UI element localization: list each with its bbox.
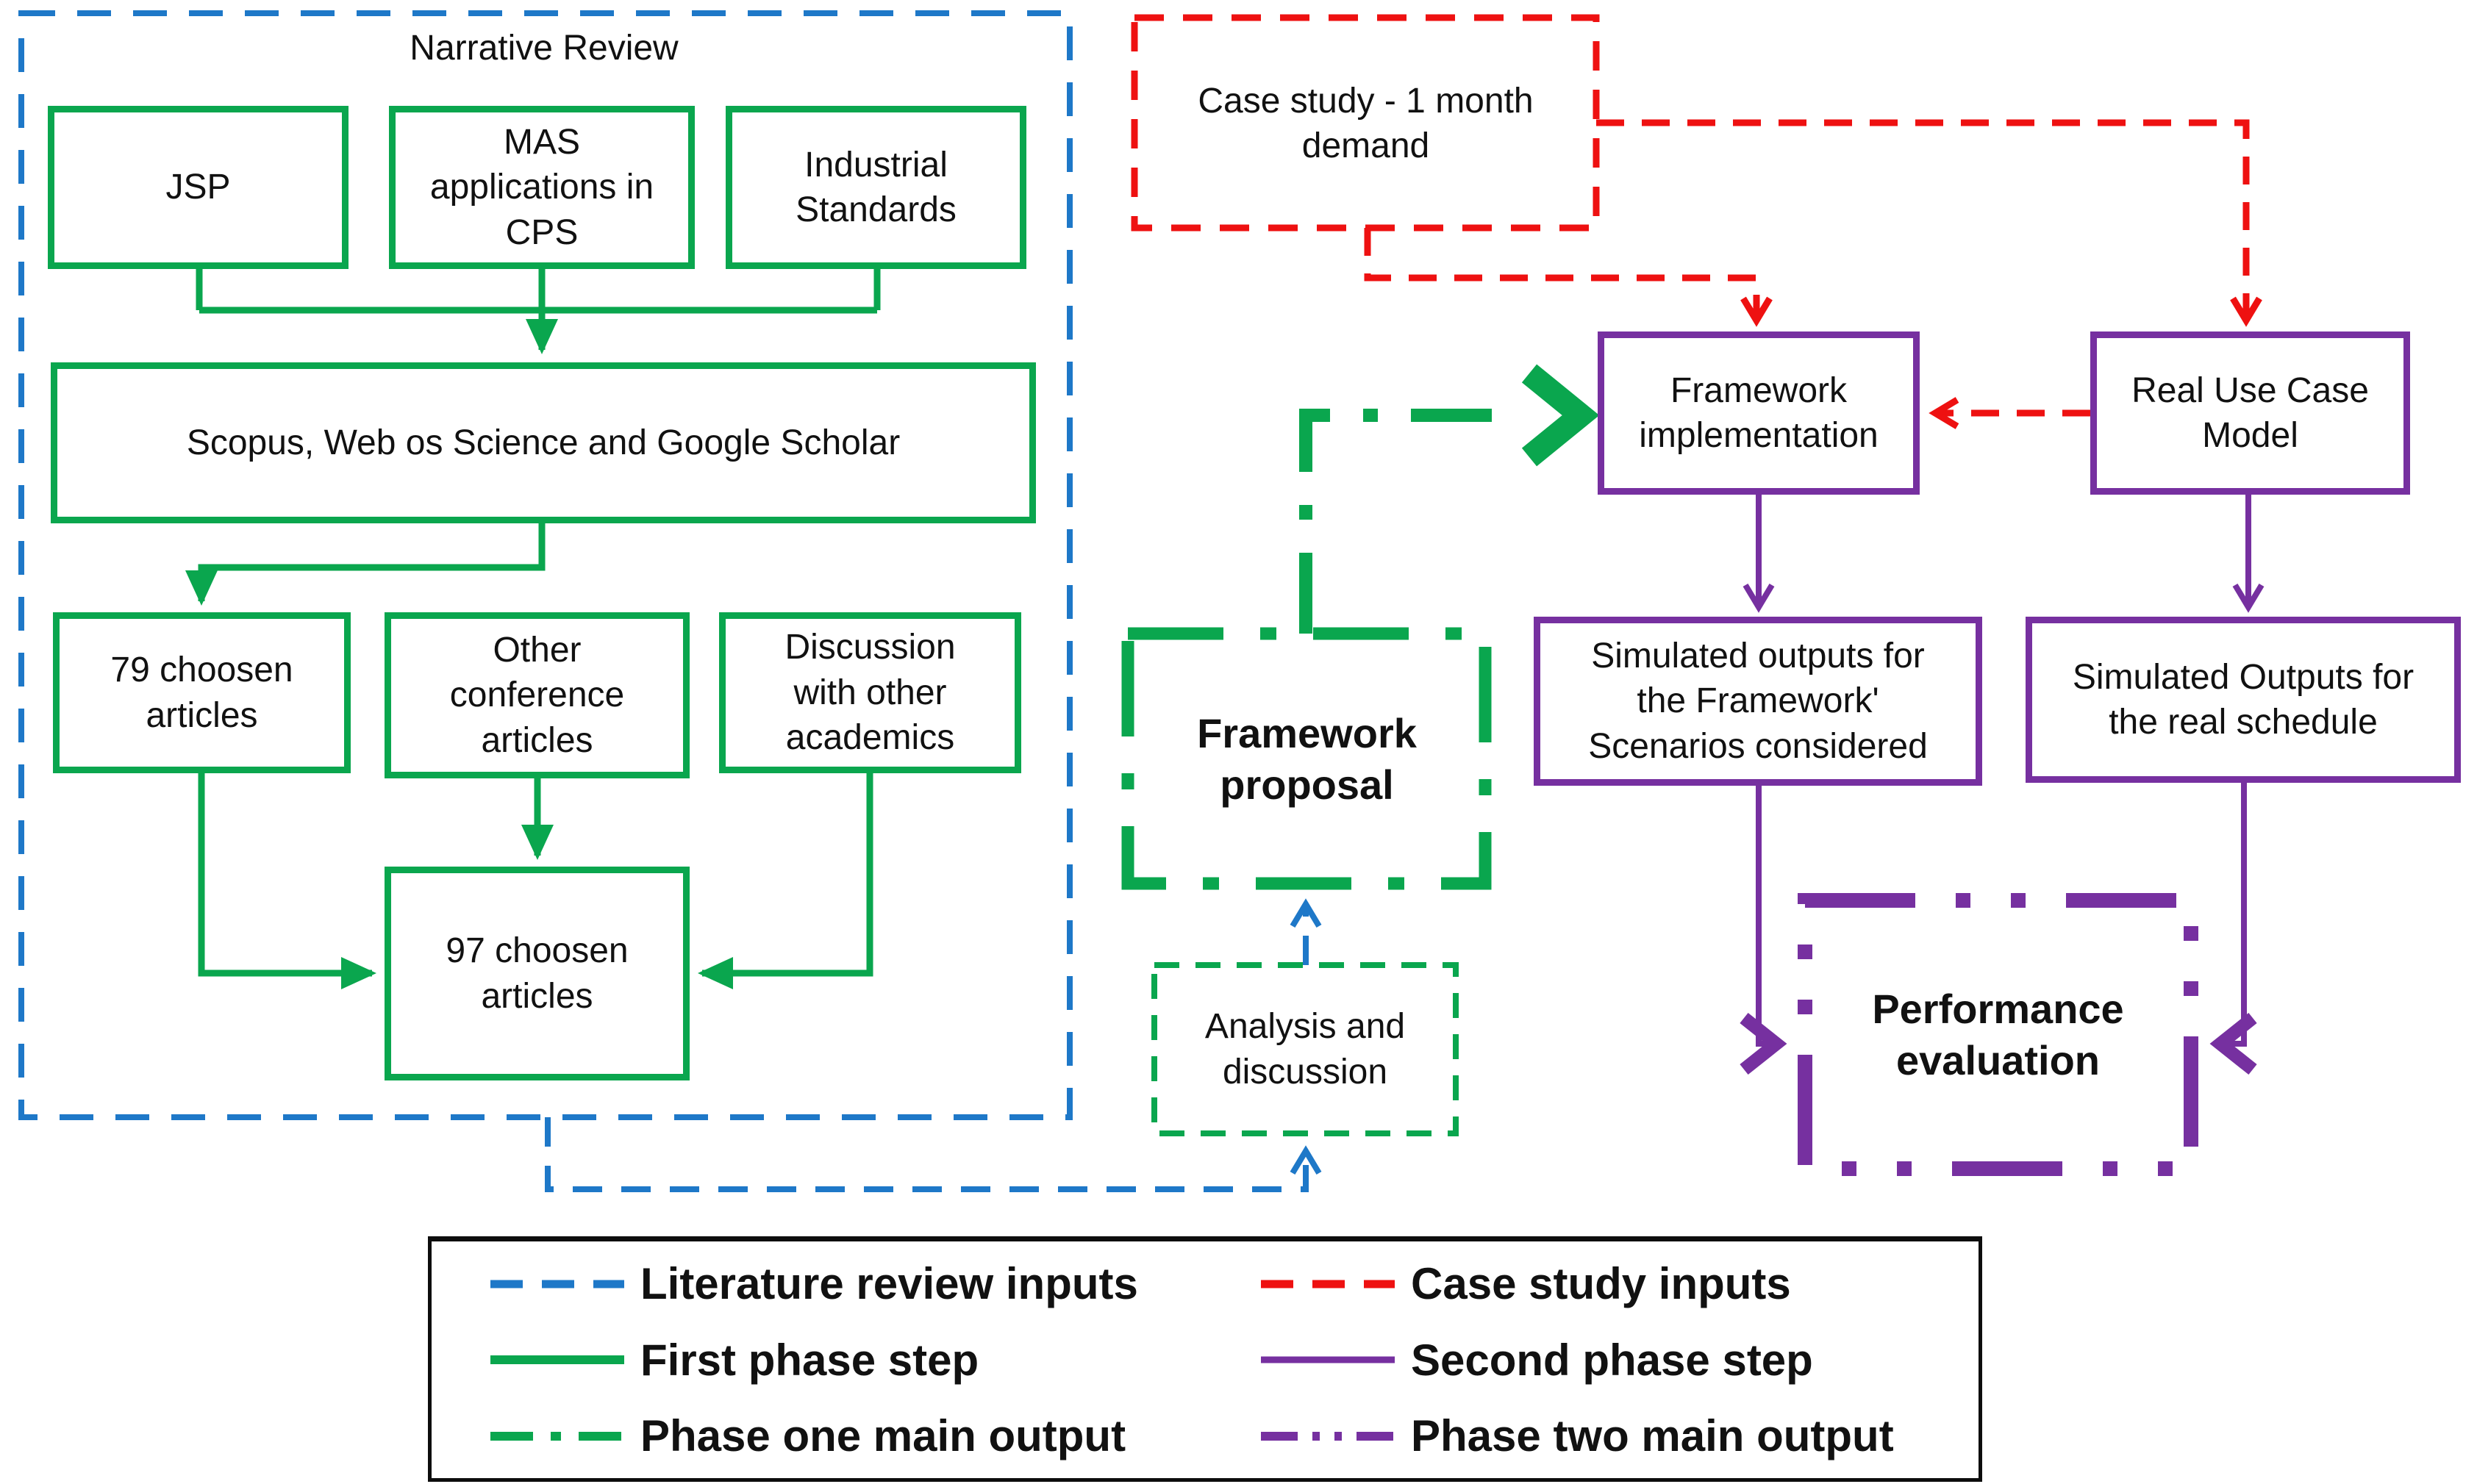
legend-item-phase-two-main-output: Phase two main output (1258, 1402, 1979, 1470)
node-simulated-outputs-framework-label: Simulated outputs for the Framework' Sce… (1588, 636, 1928, 766)
connector-scopus-to-79 (185, 523, 546, 606)
node-case-study: Case study - 1 month demand (1154, 37, 1577, 210)
connector-simright-to-performance (2209, 783, 2257, 1075)
legend-item-second-phase-step: Second phase step (1258, 1326, 1979, 1394)
node-framework-implementation: Framework implementation (1598, 331, 1920, 495)
legend: Literature review inputs Case study inpu… (428, 1236, 1982, 1482)
legend-label: First phase step (640, 1335, 979, 1385)
performance-box-border (1798, 893, 2198, 1176)
node-97-choosen-articles: 97 choosen articles (385, 867, 690, 1080)
connector-proposal-to-implementation (1299, 409, 1501, 634)
connector-case-to-realusecase (1596, 119, 2262, 327)
framework-proposal-box-border (1121, 627, 1492, 890)
phase-one-output-arrowhead (1521, 364, 1600, 467)
literature-connectors (545, 898, 1322, 1192)
node-real-use-case-model-label: Real Use Case Model (2131, 370, 2369, 455)
node-industrial-standards: Industrial Standards (726, 106, 1026, 269)
node-performance-evaluation-label: Performance evaluation (1872, 985, 2124, 1083)
node-case-study-label: Case study - 1 month demand (1198, 81, 1534, 165)
connector-case-to-implementation (1364, 228, 1773, 327)
node-analysis-discussion: Analysis and discussion (1163, 974, 1447, 1125)
first-phase-connectors (185, 269, 881, 989)
node-discussion-academics: Discussion with other academics (719, 612, 1021, 773)
node-analysis-discussion-label: Analysis and discussion (1204, 1007, 1406, 1092)
node-framework-proposal: Framework proposal (1147, 650, 1467, 867)
node-other-conference-articles: Other conference articles (385, 612, 690, 778)
legend-label: Phase two main output (1411, 1411, 1894, 1460)
narrative-review-title: Narrative Review (410, 29, 679, 68)
node-performance-evaluation: Performance evaluation (1823, 919, 2173, 1150)
node-simulated-outputs-real: Simulated Outputs for the real schedule (2026, 617, 2461, 783)
node-framework-implementation-label: Framework implementation (1639, 370, 1879, 455)
legend-label: Case study inputs (1411, 1259, 1791, 1308)
legend-label: Second phase step (1411, 1335, 1813, 1385)
legend-item-phase-one-main-output: Phase one main output (487, 1402, 1258, 1470)
node-discussion-academics-label: Discussion with other academics (784, 628, 956, 758)
case-study-connectors (1364, 119, 2262, 429)
case-study-box-border (1131, 14, 1600, 232)
node-97-choosen-articles-label: 97 choosen articles (446, 931, 629, 1016)
legend-item-first-phase-step: First phase step (487, 1326, 1258, 1394)
node-jsp-label: JSP (165, 168, 231, 207)
legend-line-purple-solid-icon (1261, 1356, 1395, 1363)
connector-review-to-analysis (545, 1117, 1322, 1192)
node-mas: MAS applications in CPS (389, 106, 695, 269)
node-79-choosen-articles-label: 79 choosen articles (110, 650, 293, 735)
legend-label: Literature review inputs (640, 1259, 1138, 1308)
node-framework-proposal-label: Framework proposal (1197, 709, 1417, 808)
narrative-review-container-border (18, 10, 1073, 1120)
node-jsp: JSP (48, 106, 349, 269)
legend-line-red-dashed-icon (1261, 1280, 1395, 1288)
second-phase-connectors (1740, 495, 2265, 1075)
legend-item-case-study-inputs: Case study inputs (1258, 1250, 1979, 1318)
legend-item-literature-review-inputs: Literature review inputs (487, 1250, 1258, 1318)
node-industrial-standards-label: Industrial Standards (796, 145, 957, 229)
node-scopus: Scopus, Web os Science and Google Schola… (51, 362, 1036, 523)
node-simulated-outputs-framework: Simulated outputs for the Framework' Sce… (1534, 617, 1982, 786)
legend-line-blue-dashed-icon (490, 1280, 624, 1288)
node-mas-label: MAS applications in CPS (429, 122, 654, 252)
node-79-choosen-articles: 79 choosen articles (53, 612, 351, 773)
node-other-conference-articles-label: Other conference articles (449, 630, 625, 760)
connector-79-to-97 (198, 773, 376, 989)
connector-discussion-to-97 (698, 773, 873, 989)
node-simulated-outputs-real-label: Simulated Outputs for the real schedule (2072, 657, 2415, 742)
analysis-box-border (1151, 962, 1459, 1136)
connector-simleft-to-performance (1740, 786, 1787, 1075)
legend-line-green-solid-icon (490, 1355, 624, 1364)
node-scopus-label: Scopus, Web os Science and Google Schola… (186, 423, 901, 462)
legend-label: Phase one main output (640, 1411, 1126, 1460)
legend-line-green-dashdot-icon (490, 1431, 624, 1441)
legend-line-purple-dashdotdot-icon (1261, 1431, 1395, 1441)
node-real-use-case-model: Real Use Case Model (2090, 331, 2410, 495)
